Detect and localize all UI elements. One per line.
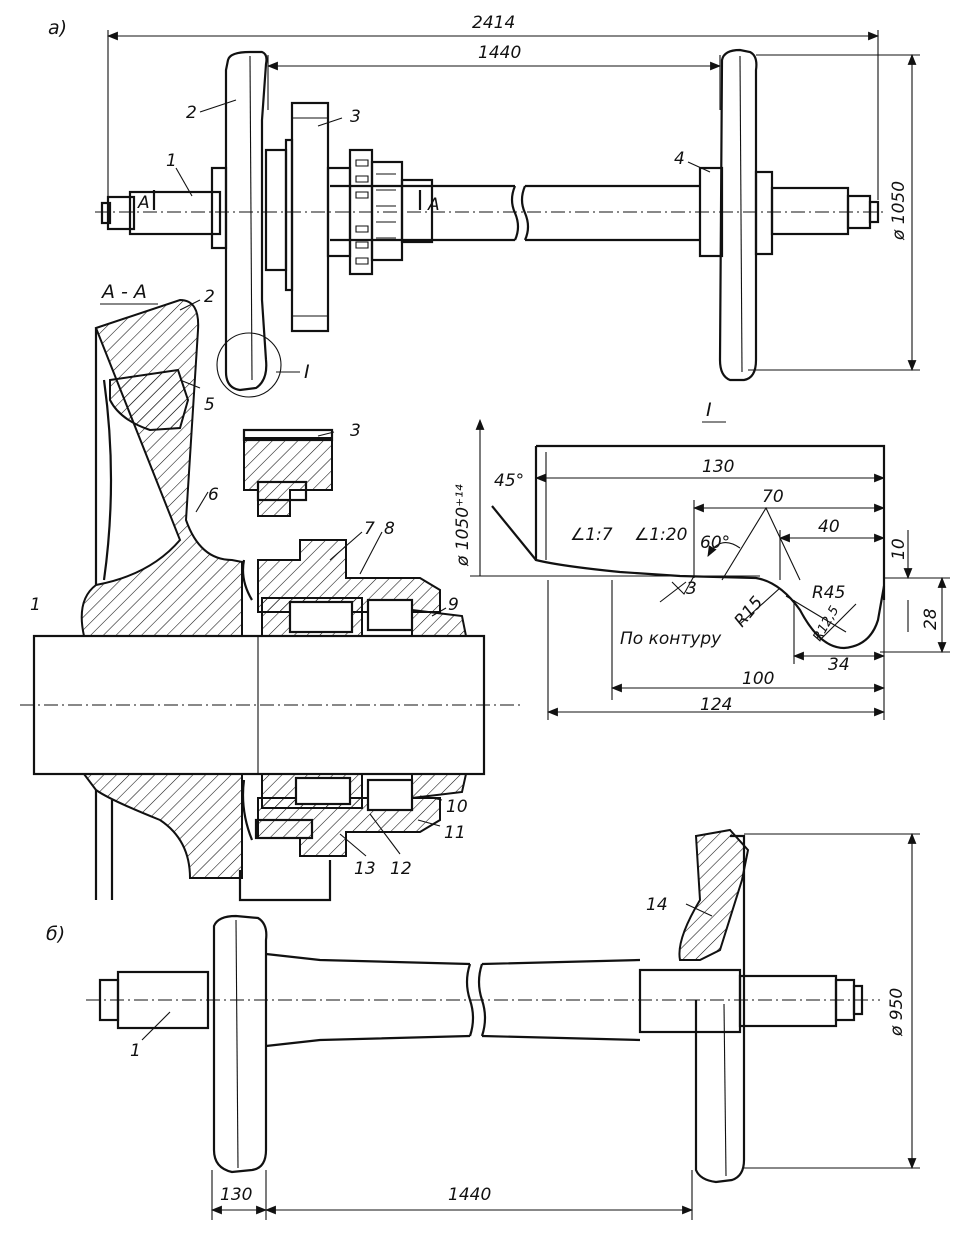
callout-1-section: 1 [30,595,41,615]
callout-1-top: 1 [166,151,177,171]
section-a-a [20,298,520,902]
callout-3-top: 3 [350,107,361,127]
dim-detail-40: 40 [818,517,840,537]
callout-11: 11 [444,823,466,843]
dim-detail-130: 130 [702,457,734,477]
callout-10: 10 [446,797,468,817]
callout-3-section: 3 [350,421,361,441]
callout-9: 9 [448,595,459,615]
labels: а) 2414 1440 ø 1050 2 3 1 4 А А I А - А … [30,13,941,1205]
detail-title: I [706,399,712,421]
dim-detail-100: 100 [742,669,774,689]
callout-leaders [141,99,713,1041]
dim-bottom-1440: 1440 [448,1185,491,1205]
section-arrow-right: А [427,195,440,215]
view-a-dimensions [106,30,920,372]
view-b-dimensions [210,832,920,1220]
callout-7: 7 [364,519,375,539]
dim-detail-70: 70 [762,487,784,507]
angle-60: 60° [700,533,730,553]
view-b-label: б) [46,923,65,945]
dim-detail-34: 34 [828,655,850,675]
dim-overall-length: 2414 [472,13,515,33]
dim-wheel-dia-bottom: ø 950 [887,988,907,1037]
radius-r15: R15 [731,593,768,631]
callout-13: 13 [354,859,376,879]
angle-45: 45° [494,471,524,491]
dim-detail-10: 10 [889,538,909,560]
contour-note: По контуру [620,629,722,649]
radius-r12-5: R12,5 [810,604,842,644]
callout-14: 14 [646,895,668,915]
view-a-label: а) [48,17,67,39]
callout-12: 12 [390,859,412,879]
detail-callout: I [304,361,310,383]
view-a-wheelset [95,48,885,398]
view-b-wheelset [86,828,880,1184]
section-arrow-left: А [137,193,150,213]
detail-i-profile [470,418,950,720]
dim-detail-124: 124 [700,695,732,715]
roughness-mark: 3 [686,579,697,599]
callout-8: 8 [384,519,395,539]
dim-detail-28: 28 [921,608,941,630]
taper-1-20: ∠1:20 [634,525,687,545]
dim-detail-dia: ø 1050⁺¹⁴ [453,484,473,567]
radius-r45: R45 [812,583,845,603]
callout-1-bottom: 1 [130,1041,141,1061]
callout-6: 6 [208,485,219,505]
dim-gauge-top: 1440 [478,43,521,63]
callout-4: 4 [674,149,685,169]
dim-bottom-130: 130 [220,1185,252,1205]
taper-1-7: ∠1:7 [570,525,613,545]
section-label: А - А [100,281,147,303]
callout-2-top: 2 [186,103,197,123]
callout-2-section: 2 [204,287,215,307]
callout-5: 5 [204,395,215,415]
dim-wheel-dia-top: ø 1050 [889,181,909,241]
